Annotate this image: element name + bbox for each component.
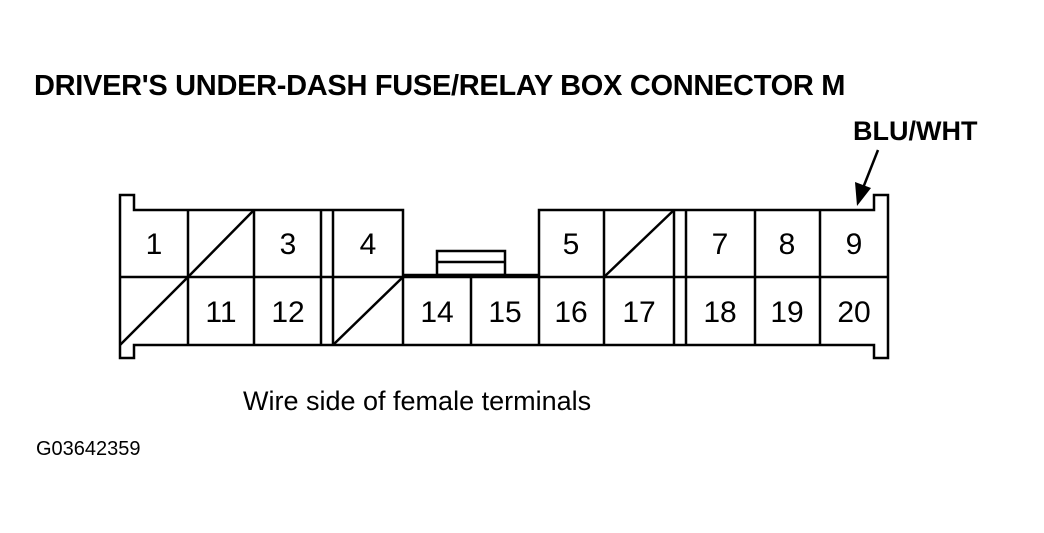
view-caption: Wire side of female terminals [243,386,592,416]
terminal-label: 5 [563,228,580,261]
unused-cavity-13 [332,276,404,346]
terminal-label: 7 [712,228,729,261]
terminal-label: 14 [420,296,453,329]
terminal-label: 8 [779,228,796,261]
terminal-label: 1 [146,228,163,261]
wire-color-label: BLU/WHT [853,116,978,146]
terminal-label: 16 [554,296,587,329]
terminal-label: 18 [703,296,736,329]
arrow-icon [855,149,880,206]
unused-cavity-10 [119,276,189,346]
terminal-label: 19 [770,296,803,329]
terminal-label: 17 [622,296,655,329]
terminal-label: 9 [846,228,863,261]
terminal-label: 11 [205,296,236,329]
terminal-label: 3 [280,228,297,261]
connector-housing [118,193,890,360]
terminal-label: 20 [837,296,870,329]
terminal-label: 4 [360,228,377,261]
terminal-label: 15 [488,296,521,329]
terminal-label: 12 [271,296,304,329]
diagram-title: DRIVER'S UNDER-DASH FUSE/RELAY BOX CONNE… [34,70,846,102]
unused-cavity-2 [187,209,255,278]
figure-id: G03642359 [36,438,141,460]
unused-cavity-6 [603,209,675,278]
